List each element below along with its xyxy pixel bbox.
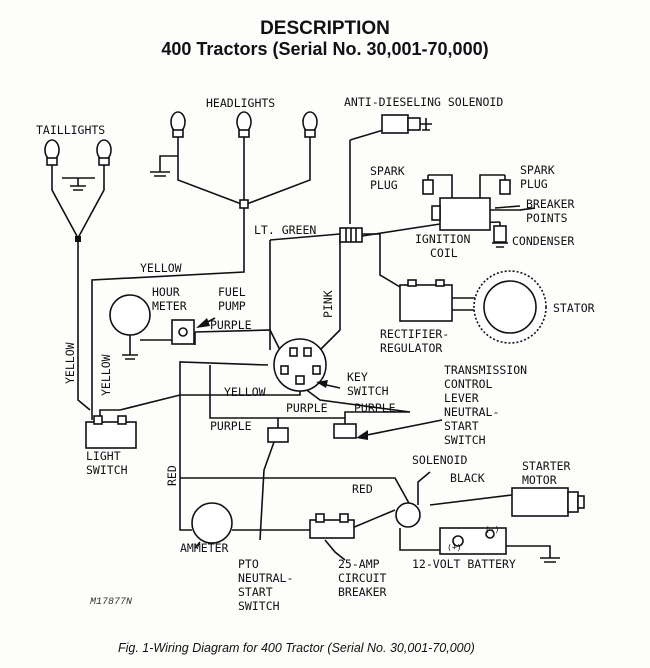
anti-dieseling-solenoid [381, 114, 432, 134]
label-motor: MOTOR [522, 473, 557, 487]
svg-text:(-): (-) [485, 525, 499, 534]
label-yellow-top: YELLOW [140, 261, 182, 275]
label-start-2: START [238, 585, 273, 599]
neutral-start-switches [267, 423, 357, 443]
label-switch-light: SWITCH [86, 463, 128, 477]
label-purple-2: PURPLE [286, 401, 328, 415]
label-purple-4: PURPLE [210, 419, 252, 433]
label-plug-2: PLUG [520, 177, 548, 191]
headlights [170, 111, 318, 209]
label-stator: STATOR [553, 301, 595, 315]
label-pink: PINK [321, 290, 335, 318]
label-control: CONTROL [444, 377, 493, 391]
label-pump: PUMP [218, 299, 246, 313]
hour-meter [109, 294, 151, 336]
label-transmission: TRANSMISSION [444, 363, 527, 377]
label-lt-green: LT. GREEN [254, 223, 316, 237]
label-breaker: BREAKER [526, 197, 575, 211]
ammeter [191, 502, 233, 549]
taillights [44, 139, 112, 242]
key-switch [273, 338, 341, 392]
label-starter: STARTER [522, 459, 571, 473]
label-spark-1a: SPARK [370, 164, 405, 178]
label-anti-dieseling: ANTI-DIESELING SOLENOID [344, 95, 503, 109]
label-start: START [444, 419, 479, 433]
label-fuel: FUEL [218, 285, 246, 299]
label-lever: LEVER [444, 391, 479, 405]
label-plug-1: PLUG [370, 178, 398, 192]
wires [51, 124, 560, 563]
diagram-subtitle: 400 Tractors (Serial No. 30,001-70,000) [161, 39, 489, 59]
light-switch [85, 415, 137, 449]
label-pto: PTO [238, 557, 259, 571]
label-points: POINTS [526, 211, 568, 225]
label-purple-3: PURPLE [354, 401, 396, 415]
label-black: BLACK [450, 471, 485, 485]
starter-solenoid [395, 502, 421, 528]
label-yellow-mid: YELLOW [224, 385, 266, 399]
label-ammeter: AMMETER [180, 541, 229, 555]
battery: (-) (+) [439, 525, 507, 555]
label-spark-2a: SPARK [520, 163, 555, 177]
stator [473, 270, 547, 344]
starter-motor [511, 487, 585, 517]
label-hour: HOUR [152, 285, 180, 299]
label-red-left: RED [165, 465, 179, 486]
circuit-breaker [309, 513, 355, 539]
label-rectifier: RECTIFIER- [380, 327, 449, 341]
label-taillights: TAILLIGHTS [36, 123, 105, 137]
label-circuit: CIRCUIT [338, 571, 387, 585]
diagram-title: DESCRIPTION [260, 18, 390, 39]
breaker-points [493, 205, 521, 243]
spark-plugs [422, 179, 511, 195]
label-25-amp: 25-AMP [338, 557, 380, 571]
label-breaker-2: BREAKER [338, 585, 387, 599]
label-light: LIGHT [86, 449, 121, 463]
label-solenoid: SOLENOID [412, 453, 467, 467]
label-switch-trans: SWITCH [444, 433, 486, 447]
label-headlights: HEADLIGHTS [206, 96, 275, 110]
label-switch-key: SWITCH [347, 384, 389, 398]
label-yellow-left: YELLOW [63, 342, 77, 384]
figure-code: M17877N [90, 597, 132, 608]
rectifier-regulator [399, 279, 453, 322]
label-ignition: IGNITION [415, 232, 470, 246]
figure-caption: Fig. 1-Wiring Diagram for 400 Tractor (S… [118, 641, 475, 655]
label-condenser: CONDENSER [512, 234, 574, 248]
label-red-mid: RED [352, 482, 373, 496]
label-key: KEY [347, 370, 368, 384]
connector [339, 227, 363, 243]
fuel-pump [171, 317, 216, 345]
label-regulator: REGULATOR [380, 341, 442, 355]
svg-text:(+): (+) [447, 543, 461, 552]
label-meter: METER [152, 299, 187, 313]
ignition-coil [431, 197, 491, 231]
label-neutral-dash: NEUTRAL- [444, 405, 499, 419]
labels: TAILLIGHTS HEADLIGHTS ANTI-DIESELING SOL… [36, 95, 595, 655]
label-coil: COIL [430, 246, 458, 260]
label-battery: 12-VOLT BATTERY [412, 557, 516, 571]
label-switch-pto: SWITCH [238, 599, 280, 613]
label-neutral: NEUTRAL- [238, 571, 293, 585]
label-purple-1: PURPLE [210, 318, 252, 332]
label-yellow-left-2: YELLOW [99, 354, 113, 396]
